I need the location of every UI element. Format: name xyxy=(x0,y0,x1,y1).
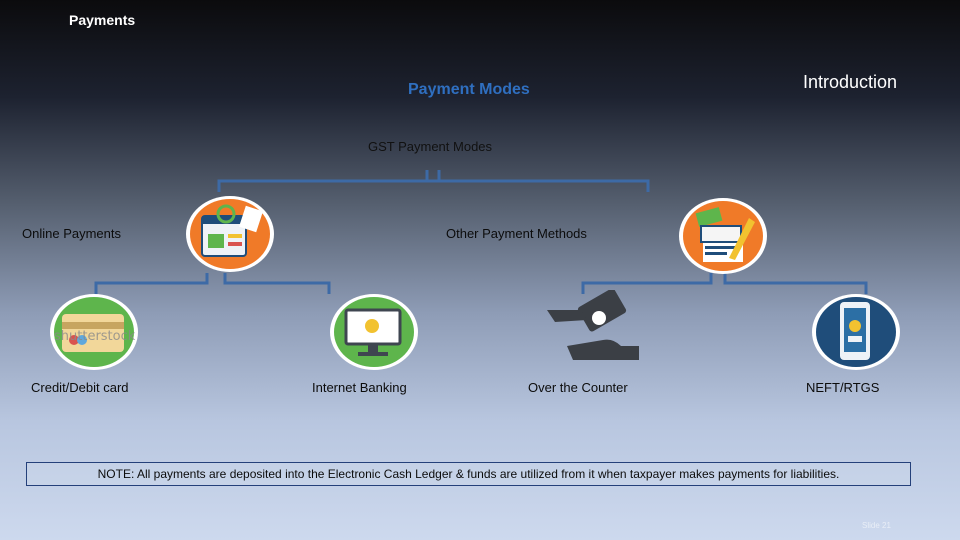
connector-online-netbank xyxy=(223,273,331,294)
node-neft-rtgs: NEFT/RTGS xyxy=(806,380,880,395)
online-payments-icon xyxy=(186,196,274,272)
node-credit-debit-card: Credit/Debit card xyxy=(31,380,129,395)
node-other-payment-methods: Other Payment Methods xyxy=(446,226,587,241)
other-payment-methods-icon xyxy=(679,198,767,274)
connector-other-counter xyxy=(581,273,713,294)
connector-online-card xyxy=(94,273,209,294)
credit-debit-card-icon: shutterstock xyxy=(50,294,138,370)
tree-root-label: GST Payment Modes xyxy=(368,139,493,154)
note-banner: NOTE: All payments are deposited into th… xyxy=(26,462,911,486)
node-over-the-counter: Over the Counter xyxy=(528,380,628,395)
node-online-payments: Online Payments xyxy=(22,226,121,241)
connector-other-neft xyxy=(723,273,868,294)
connector-level1 xyxy=(217,179,650,192)
over-the-counter-icon xyxy=(547,290,639,360)
section-title: Payment Modes xyxy=(408,81,530,98)
shutterstock-watermark: shutterstock xyxy=(54,329,136,344)
neft-rtgs-icon xyxy=(812,294,900,370)
introduction-link[interactable]: Introduction xyxy=(803,72,898,92)
header-title: Payments xyxy=(69,12,136,28)
internet-banking-icon xyxy=(330,294,418,370)
slide-number: Slide 21 xyxy=(862,521,891,530)
connector-root-stem xyxy=(425,170,441,181)
node-internet-banking: Internet Banking xyxy=(312,380,407,395)
